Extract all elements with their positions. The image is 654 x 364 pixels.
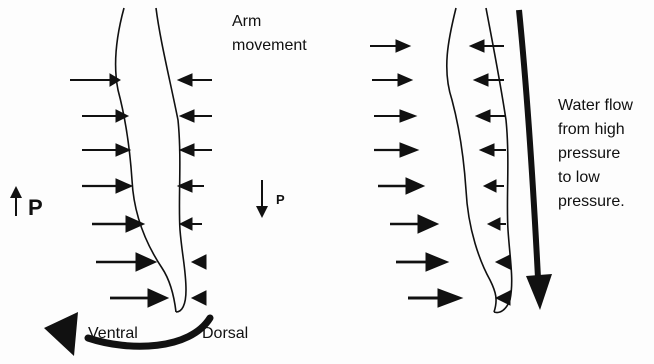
water-flow-label-line3: pressure [558,145,620,162]
pressure-up-indicator [10,186,22,216]
arm-movement-label-line2: movement [232,37,307,54]
water-flow-arrowhead [526,274,552,310]
ventral-label: Ventral [88,325,138,342]
dorsal-pressure-arrows [178,74,212,305]
water-flow-arrow [519,10,538,278]
water-flow-label-line1: Water flow [558,97,633,114]
ventral-pressure-arrows [70,74,168,307]
water-flow-label-line5: pressure. [558,193,625,210]
dorsal-pressure-arrows-right [470,40,510,305]
rotation-arrowhead [44,312,78,356]
water-flow-label-line2: from high [558,121,625,138]
p-down-label: P [276,192,285,207]
pressure-down-indicator [256,180,268,218]
p-up-label: P [28,195,43,220]
arm-movement-label-line1: Arm [232,13,261,30]
arm-outline-front-right [447,8,496,312]
water-flow-label-line4: to low [558,169,600,186]
dorsal-label: Dorsal [202,325,248,342]
